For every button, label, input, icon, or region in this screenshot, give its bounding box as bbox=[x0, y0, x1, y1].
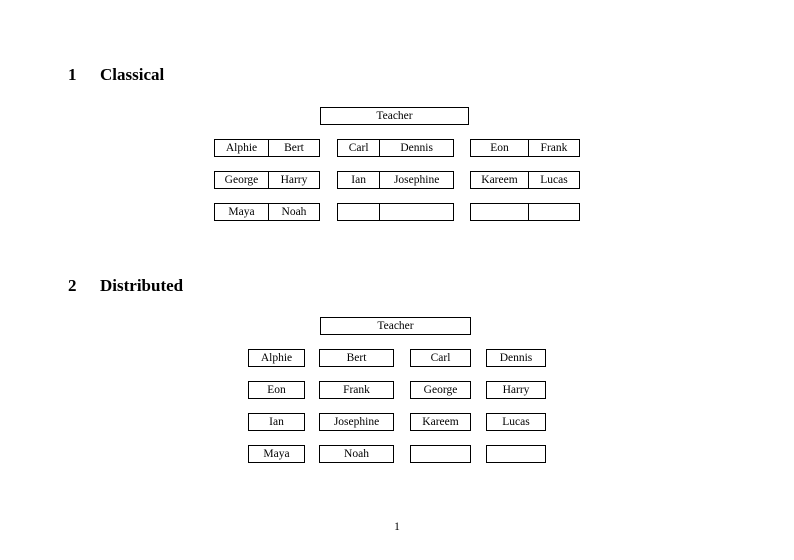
student-box[interactable]: Carl bbox=[410, 349, 471, 367]
student-cell[interactable]: Ian bbox=[351, 174, 366, 186]
section-number: 2 bbox=[68, 276, 77, 295]
student-box[interactable]: Eon bbox=[248, 381, 305, 399]
page-number: 1 bbox=[394, 521, 400, 533]
student-cell[interactable]: Bert bbox=[267, 140, 319, 156]
student-cell[interactable]: Dennis bbox=[379, 140, 453, 156]
student-row[interactable]: George Harry bbox=[214, 171, 320, 189]
student-box-empty[interactable] bbox=[410, 445, 471, 463]
student-box[interactable]: Lucas bbox=[486, 413, 546, 431]
student-cell[interactable]: Alphie bbox=[225, 142, 258, 154]
student-row-empty[interactable] bbox=[337, 203, 454, 221]
section-title: Distributed bbox=[100, 276, 184, 295]
student-box[interactable]: Dennis bbox=[486, 349, 546, 367]
section-number: 1 bbox=[68, 65, 77, 84]
student-box[interactable]: Kareem bbox=[410, 413, 471, 431]
student-box-empty[interactable] bbox=[486, 445, 546, 463]
teacher-box-classical[interactable]: Teacher bbox=[320, 107, 469, 125]
student-cell[interactable]: Noah bbox=[267, 204, 319, 220]
student-row[interactable]: Alphie Bert bbox=[214, 139, 320, 157]
student-cell[interactable]: Josephine bbox=[379, 172, 453, 188]
student-cell-empty[interactable] bbox=[338, 204, 379, 220]
student-box[interactable]: Harry bbox=[486, 381, 546, 399]
student-box[interactable]: Alphie bbox=[248, 349, 305, 367]
student-row[interactable]: Maya Noah bbox=[214, 203, 320, 221]
section-heading-classical: 1 Classical bbox=[68, 66, 164, 83]
student-row[interactable]: Carl Dennis bbox=[337, 139, 454, 157]
student-row[interactable]: Eon Frank bbox=[470, 139, 580, 157]
student-box[interactable]: Josephine bbox=[319, 413, 394, 431]
student-box[interactable]: Frank bbox=[319, 381, 394, 399]
student-cell-empty[interactable] bbox=[471, 204, 528, 220]
student-cell-empty[interactable] bbox=[379, 204, 453, 220]
section-heading-distributed: 2 Distributed bbox=[68, 277, 183, 294]
section-title: Classical bbox=[100, 65, 165, 84]
student-cell-empty[interactable] bbox=[527, 204, 579, 220]
student-box[interactable]: Maya bbox=[248, 445, 305, 463]
student-cell[interactable]: Carl bbox=[348, 142, 369, 154]
student-row[interactable]: Kareem Lucas bbox=[470, 171, 580, 189]
student-box[interactable]: George bbox=[410, 381, 471, 399]
student-box[interactable]: Noah bbox=[319, 445, 394, 463]
teacher-box-distributed[interactable]: Teacher bbox=[320, 317, 471, 335]
student-cell[interactable]: Harry bbox=[267, 172, 319, 188]
student-cell[interactable]: Lucas bbox=[527, 172, 579, 188]
student-cell[interactable]: Maya bbox=[228, 206, 255, 218]
student-row-empty[interactable] bbox=[470, 203, 580, 221]
student-cell[interactable]: Kareem bbox=[481, 174, 518, 186]
student-row[interactable]: Ian Josephine bbox=[337, 171, 454, 189]
student-cell[interactable]: Frank bbox=[527, 140, 579, 156]
student-cell[interactable]: Eon bbox=[490, 142, 509, 154]
student-box[interactable]: Bert bbox=[319, 349, 394, 367]
student-box[interactable]: Ian bbox=[248, 413, 305, 431]
student-cell[interactable]: George bbox=[224, 174, 259, 186]
